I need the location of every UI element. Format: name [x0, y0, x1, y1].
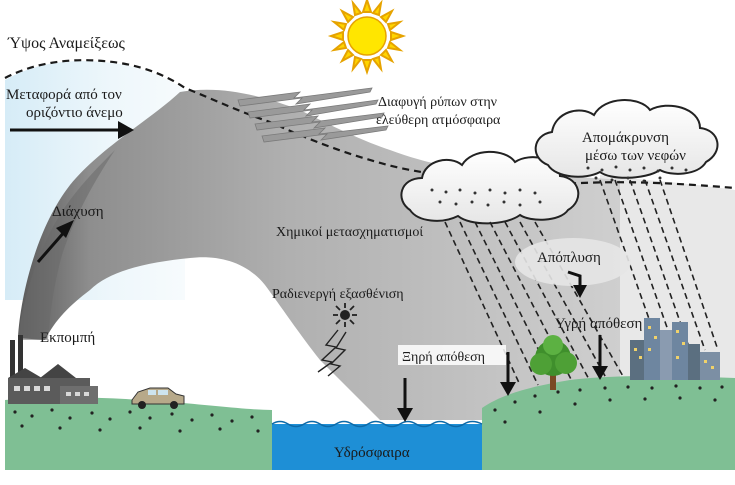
ground-particles — [13, 384, 724, 433]
dry-deposition-arrow-1 — [397, 378, 413, 422]
wet-deposition-arrow — [592, 335, 608, 380]
water-ripples — [271, 420, 483, 428]
hydrosphere-water — [272, 424, 482, 470]
factory-icon — [8, 335, 98, 404]
hydrosphere-label: Υδρόσφαιρα — [334, 445, 410, 461]
escape-streaks — [237, 87, 389, 143]
emission-label: Εκπομπή — [40, 330, 95, 346]
wet-deposition-label: Υγρή απόθεση — [555, 316, 643, 332]
tree-icon — [530, 335, 577, 390]
wind-transport-label-2: οριζόντιο άνεμο — [26, 105, 123, 121]
upper-sky — [5, 0, 185, 88]
dry-deposition-label-bg — [398, 345, 506, 365]
wind-transport-label-1: Μεταφορά από τον — [6, 87, 122, 103]
cloud-right — [534, 99, 719, 179]
washout-arrow — [567, 270, 587, 298]
sun-icon — [327, 0, 407, 76]
washout-bubble — [515, 238, 631, 286]
plume-shadow — [18, 150, 115, 340]
dry-deposition-label: Ξηρή απόθεση — [402, 350, 485, 365]
cloud-removal-label-2: μέσω των νεφών — [585, 148, 686, 164]
radiation-icon — [333, 303, 357, 327]
cloud-particles — [430, 165, 688, 207]
wind-transport-arrow — [10, 121, 134, 139]
diffusion-arrow — [36, 220, 74, 263]
escape-label-1: Διαφυγή ρύπων στην — [378, 95, 497, 110]
city-icon — [630, 318, 720, 380]
escape-label-2: ελεύθερη ατμόσφαιρα — [376, 113, 501, 128]
diffusion-label: Διάχυση — [52, 204, 104, 220]
car-icon — [131, 387, 185, 409]
mixing-height-label: Ύψος Αναμείξεως — [7, 35, 125, 52]
ground-right — [482, 376, 735, 470]
radiation-zigzag — [317, 329, 347, 377]
cloud-removal-label-1: Απομάκρυνση — [582, 130, 669, 146]
ground-left — [5, 397, 272, 470]
washout-label: Απόπλυση — [537, 250, 601, 266]
radioactive-decay-label: Ραδιενεργή εξασθένιση — [272, 287, 404, 302]
chemical-transformations-label: Χημικοί μετασχηματισμοί — [276, 225, 423, 240]
dry-deposition-arrow-2 — [500, 352, 516, 396]
